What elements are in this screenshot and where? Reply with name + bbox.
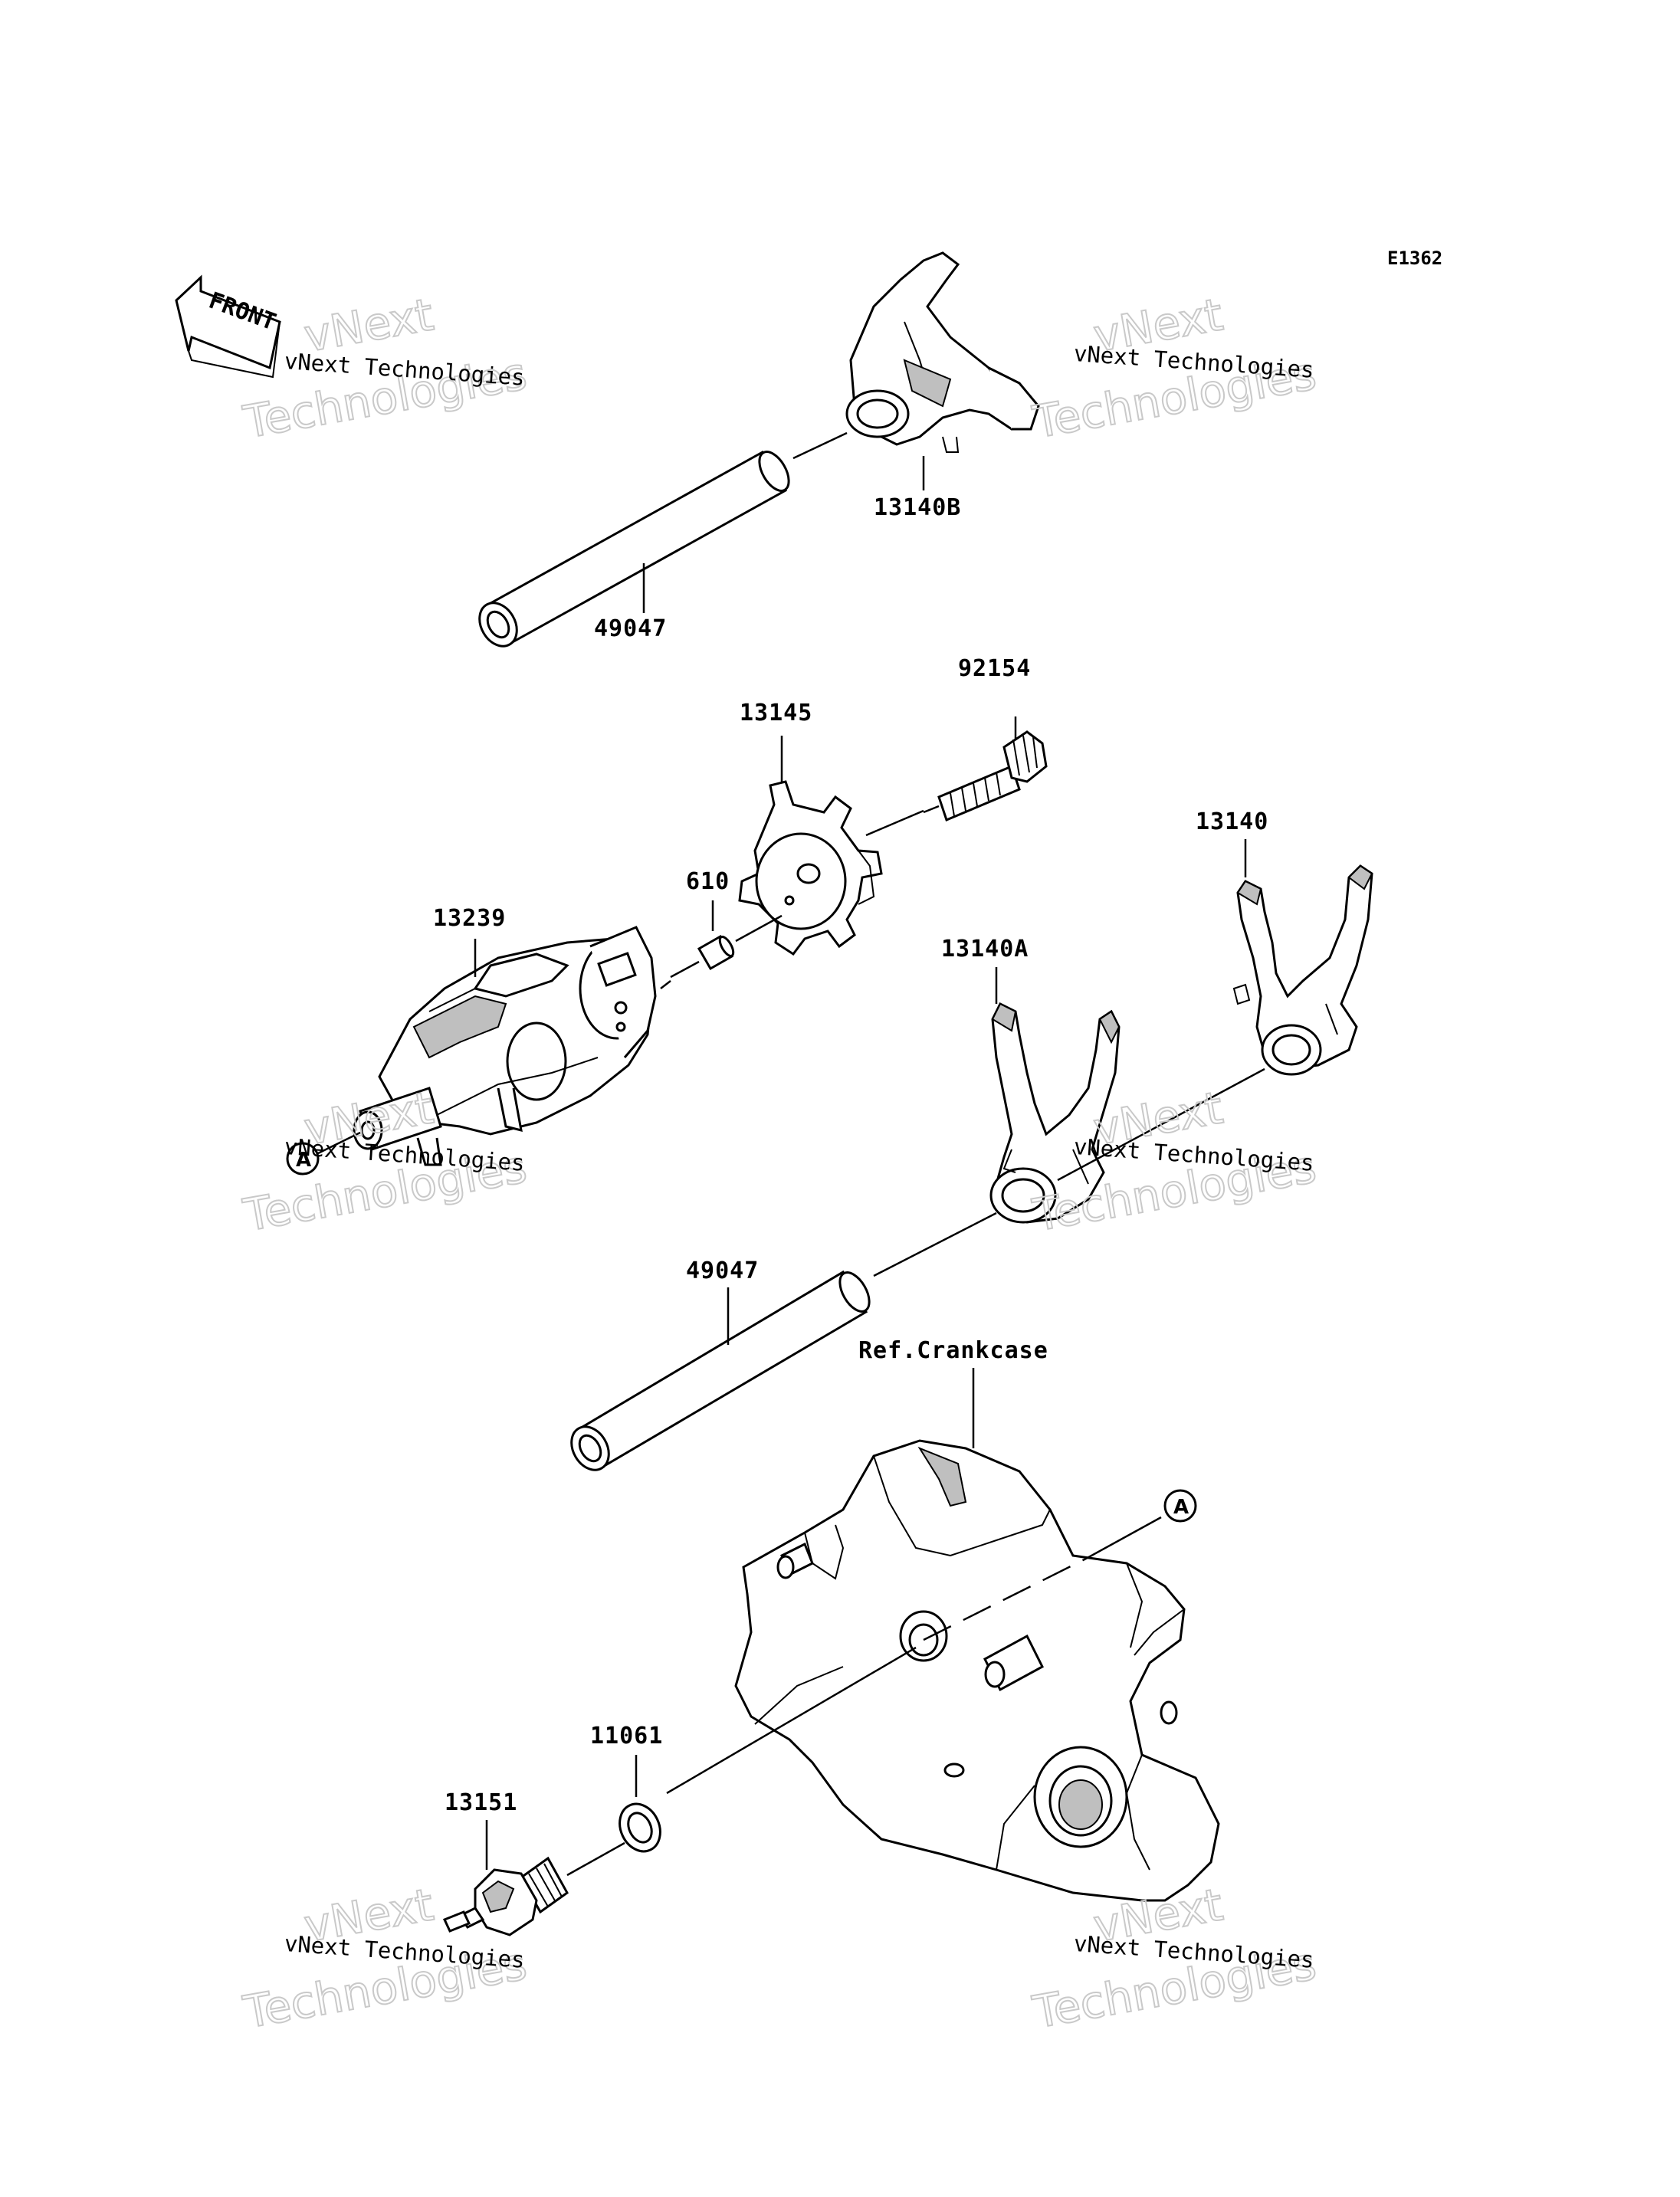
- shift-fork-13140a: [989, 1002, 1121, 1224]
- reference-label-crankcase: Ref.Crankcase: [858, 1337, 1048, 1364]
- watermark-top-right: vNext Technologies vNext Technologies: [1028, 287, 1321, 449]
- part-number-11061: 11061: [590, 1723, 663, 1749]
- shift-drum-13239: [353, 926, 657, 1166]
- callout-a-left: A: [286, 1142, 320, 1176]
- part-number-610: 610: [686, 868, 730, 895]
- callout-a-left-letter: A: [296, 1149, 311, 1172]
- neutral-switch-13151: [442, 1856, 569, 1936]
- callout-a-right-letter: A: [1173, 1496, 1189, 1519]
- part-number-13151: 13151: [445, 1789, 517, 1816]
- shift-rod-bottom: [570, 1270, 871, 1471]
- part-number-13140b: 13140B: [874, 494, 961, 521]
- bolt-92154: [937, 730, 1048, 822]
- part-number-13145: 13145: [740, 700, 812, 726]
- figure-code: E1362: [1387, 248, 1442, 269]
- shift-fork-13140: [1232, 864, 1373, 1076]
- shift-drum-cam-13145: [738, 780, 883, 956]
- pin-610: [697, 934, 735, 971]
- washer-11061: [619, 1802, 661, 1853]
- part-number-13239: 13239: [433, 905, 506, 932]
- part-number-49047-bottom: 49047: [686, 1258, 759, 1284]
- part-number-13140a: 13140A: [941, 936, 1029, 962]
- callout-a-right: A: [1163, 1489, 1197, 1523]
- front-arrow-icon: FRONT: [175, 274, 281, 379]
- crankcase-reference: [734, 1439, 1220, 1902]
- part-number-13140: 13140: [1196, 808, 1268, 835]
- shift-rod-top: [478, 450, 790, 648]
- shift-fork-13140b: [845, 251, 1040, 453]
- watermark-bottom-right: vNext Technologies vNext Technologies: [1028, 1877, 1321, 2039]
- watermark-top-left: vNext Technologies vNext Technologies: [238, 287, 531, 449]
- watermark-middle-right: vNext Technologies vNext Technologies: [1028, 1080, 1321, 1242]
- part-number-92154: 92154: [958, 655, 1031, 682]
- part-number-49047-top: 49047: [594, 615, 667, 642]
